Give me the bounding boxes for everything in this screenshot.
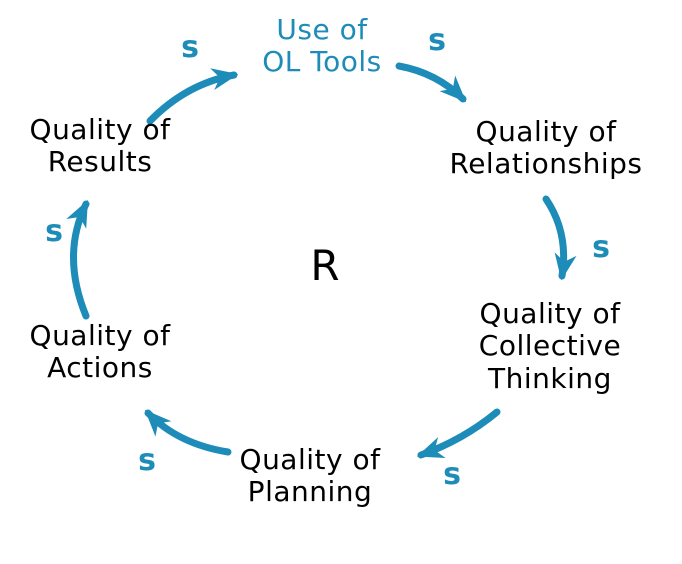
node-label-line: Quality of [239,443,381,476]
arrow-ol-tools-to-relationships [395,62,467,103]
node-label-line: Quality of [29,113,171,146]
arrow-planning-to-actions [144,409,232,456]
node-label-line: Quality of [475,115,617,148]
node-label-line: Results [47,145,153,179]
node-quality-of-relationships: Quality of Relationships [449,115,643,181]
node-quality-of-actions: Quality of Actions [29,319,171,385]
reinforcing-loop-label: R [310,241,340,290]
arrow-relationships-to-collective-thinking [542,195,577,281]
node-label-line: Quality of [479,297,621,330]
polarity-label-planning-to-actions: s [138,443,156,478]
polarity-label-actions-to-results: s [45,214,63,249]
polarity-label-collective-thinking-to-planning: s [443,457,461,492]
arrow-collective-thinking-to-planning [416,408,501,459]
polarity-label-results-to-ol-tools: s [181,30,199,65]
polarity-label-ol-tools-to-relationships: s [428,23,446,58]
arrow-actions-to-results [66,200,90,320]
node-label-line: Quality of [29,319,171,352]
node-label-line: Collective [478,329,622,363]
node-label-line: Thinking [488,361,612,395]
node-label-line: Relationships [449,147,643,181]
node-label-line: OL Tools [262,45,382,79]
node-label-line: Use of [276,13,368,46]
node-quality-of-collective-thinking: Quality of Collective Thinking [478,297,622,395]
polarity-label-relationships-to-collective-thinking: s [592,230,610,265]
arrow-results-to-ol-tools [146,68,239,125]
node-quality-of-results: Quality of Results [29,113,171,179]
node-quality-of-planning: Quality of Planning [239,443,381,509]
node-label-line: Planning [247,475,373,509]
node-label-line: Actions [47,351,153,385]
node-use-of-ol-tools: Use of OL Tools [262,13,382,79]
